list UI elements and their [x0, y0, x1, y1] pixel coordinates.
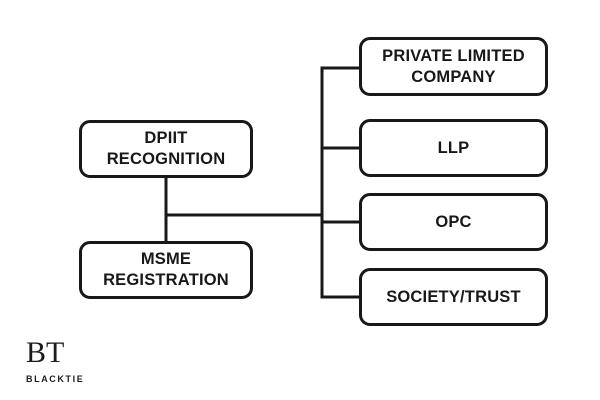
blacktie-logo-mark: BT — [26, 336, 65, 369]
node-llp-label: LLP — [437, 138, 470, 157]
node-society-trust: SOCIETY/TRUST — [359, 268, 548, 326]
node-opc: OPC — [359, 193, 548, 251]
node-private-limited-company-label: PRIVATE LIMITED COMPANY — [382, 46, 525, 86]
blacktie-logo: BT BLACKTIE — [26, 336, 104, 385]
blacktie-logo-wordmark: BLACKTIE — [26, 374, 85, 384]
node-private-limited-company: PRIVATE LIMITED COMPANY — [359, 37, 548, 96]
node-llp: LLP — [359, 119, 548, 177]
node-dpiit-recognition-label: DPIIT RECOGNITION — [106, 129, 226, 168]
node-opc-label: OPC — [435, 212, 472, 231]
node-msme-registration-label: MSME REGISTRATION — [103, 250, 229, 289]
node-msme-registration: MSME REGISTRATION — [79, 241, 253, 299]
node-society-trust-label: SOCIETY/TRUST — [386, 287, 521, 306]
node-dpiit-recognition: DPIIT RECOGNITION — [79, 120, 253, 178]
